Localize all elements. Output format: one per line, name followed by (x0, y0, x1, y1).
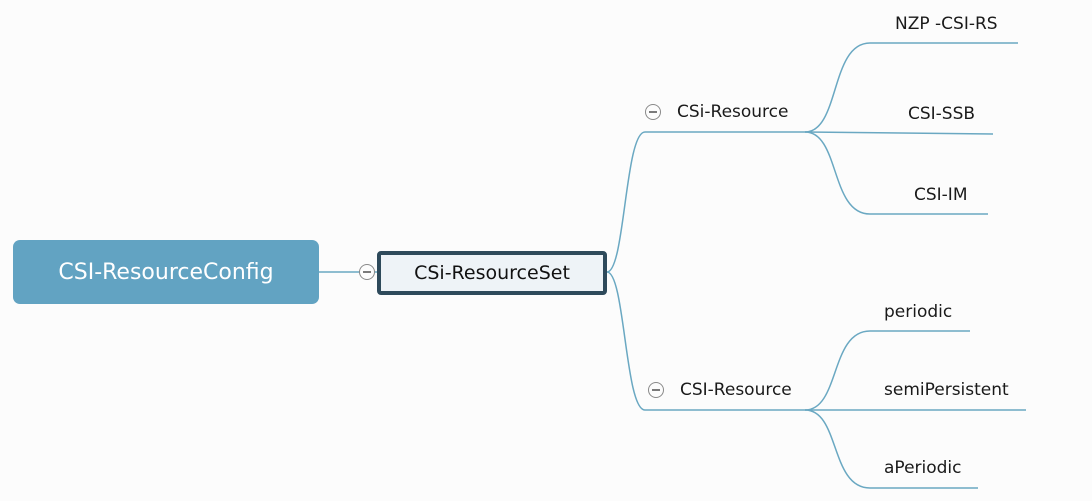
collapse-branch-2-icon[interactable] (648, 382, 664, 398)
leaf-nzp-csi-rs[interactable]: NZP -CSI-RS (895, 14, 998, 34)
leaf-aperiodic[interactable]: aPeriodic (884, 458, 962, 478)
leaf-semipersistent[interactable]: semiPersistent (884, 380, 1009, 400)
branch-1-label[interactable]: CSi-Resource (677, 102, 789, 122)
connector-branch-1-leaf-3 (804, 131, 988, 215)
collapse-resourceset-icon[interactable] (359, 264, 375, 280)
root-topic[interactable]: CSI-ResourceConfig (13, 240, 319, 304)
resourceset-topic[interactable]: CSi-ResourceSet (377, 251, 607, 295)
leaf-csi-im[interactable]: CSI-IM (914, 185, 968, 205)
connector-branch-1-leaf-1 (804, 42, 1018, 133)
connector-branch-1-leaf-2 (804, 131, 994, 135)
connector-branch-2-leaf-1 (804, 330, 970, 411)
leaf-periodic[interactable]: periodic (884, 302, 953, 322)
connector-branch-2-leaf-3 (804, 409, 978, 489)
leaf-csi-ssb[interactable]: CSI-SSB (908, 104, 976, 124)
connector-resourceset-to-branch-1 (606, 131, 805, 273)
connector-resourceset-to-branch-2 (606, 271, 805, 411)
resourceset-topic-label: CSi-ResourceSet (414, 262, 570, 284)
branch-2-label[interactable]: CSI-Resource (680, 380, 792, 400)
collapse-branch-1-icon[interactable] (645, 104, 661, 120)
root-topic-label: CSI-ResourceConfig (58, 259, 274, 285)
